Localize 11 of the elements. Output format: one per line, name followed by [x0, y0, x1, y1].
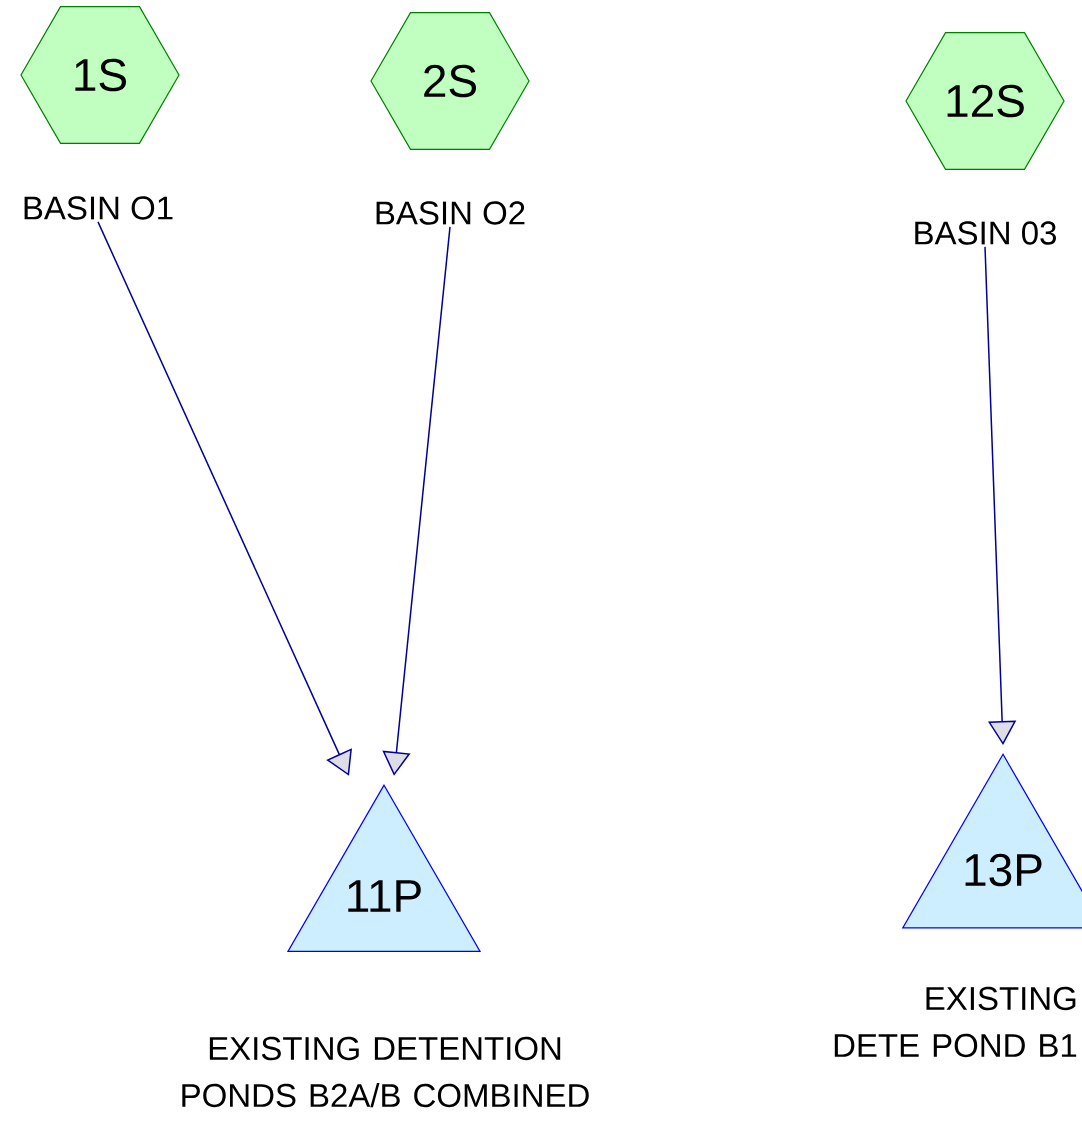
triangle-node: 13P	[901, 753, 1082, 929]
node-caption: EXISTING DETE POND B1	[834, 986, 1077, 1058]
node-caption: BASIN 03	[915, 221, 1056, 245]
hexagon-node: 2S	[370, 12, 530, 150]
arrow	[382, 226, 451, 776]
hexagon-node: 12S	[905, 32, 1065, 170]
hexagon-node: 1S	[20, 6, 180, 144]
node-caption: BASIN O2	[376, 201, 525, 225]
node-caption: EXISTING DETENTION PONDS B2A/B COMBINED	[182, 1036, 589, 1108]
arrow	[97, 221, 352, 776]
node-caption: BASIN O1	[24, 196, 173, 220]
